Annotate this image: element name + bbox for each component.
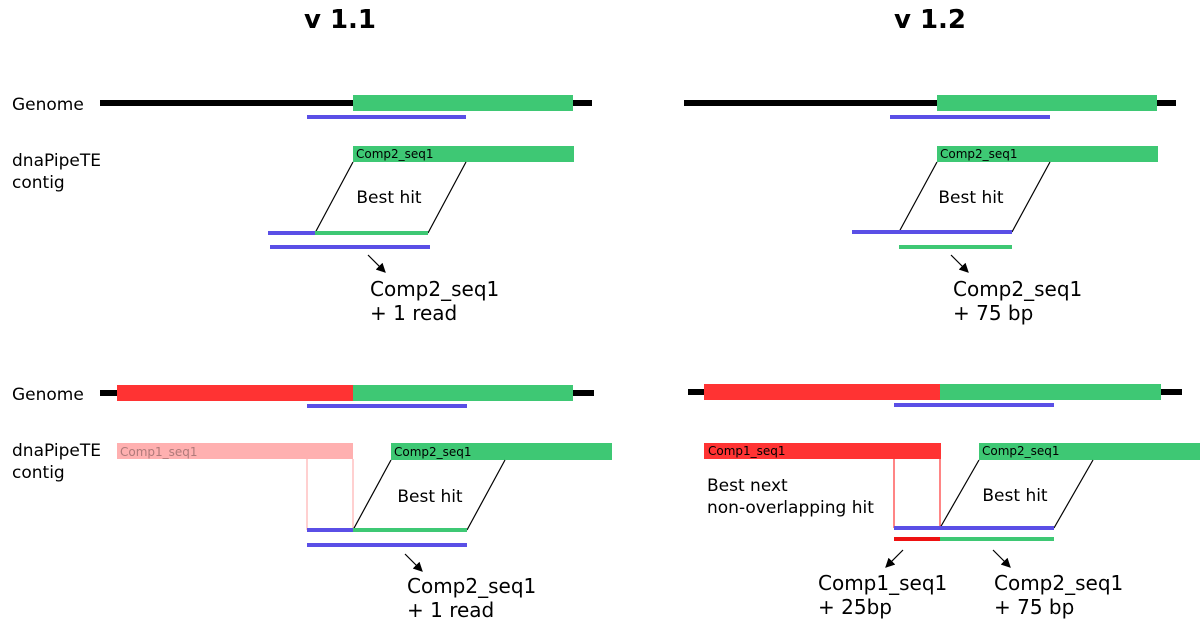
- contig-comp2-tr: [937, 146, 1158, 162]
- contig-comp2-label-tr: Comp2_seq1: [940, 147, 1018, 161]
- contig-label-top-line2: contig: [12, 173, 65, 193]
- result-br-comp2-line1: Comp2_seq1: [994, 571, 1123, 595]
- genome-te-comp2-br: [940, 384, 1161, 400]
- contig-label-bottom-line2: contig: [12, 463, 65, 483]
- result-br-comp2-line2: + 75 bp: [994, 595, 1074, 619]
- arrow-tr: [950, 254, 969, 273]
- best-hit-label-br: Best hit: [982, 486, 1048, 506]
- result-bl-line2: + 1 read: [407, 598, 494, 619]
- hit-line-left-bl: [352, 459, 392, 531]
- best-hit-label-tr: Best hit: [938, 188, 1004, 208]
- best-next-label-line1: Best next: [707, 476, 788, 496]
- genome-te-comp2-tr: [937, 95, 1157, 111]
- hit-line-left-br: [939, 459, 980, 529]
- contig-comp2-tl: [353, 146, 574, 162]
- contig-label-bottom-line1: dnaPipeTE: [12, 441, 101, 461]
- genome-te-comp1-bl: [117, 385, 353, 401]
- genome-te-comp2-bl: [353, 385, 573, 401]
- contig-comp1-label-bl: Comp1_seq1: [120, 445, 198, 459]
- hit-line-left-tl: [314, 161, 354, 234]
- contig-comp1-label-br: Comp1_seq1: [708, 444, 786, 458]
- contig-comp2-bl: [391, 443, 612, 460]
- hit-line-right-br: [1053, 459, 1094, 529]
- contig-comp2-br: [979, 443, 1200, 460]
- contig-comp2-label-bl: Comp2_seq1: [394, 445, 472, 459]
- result-tr-line2: + 75 bp: [953, 301, 1033, 325]
- contig-comp1-bl: [117, 443, 353, 459]
- arrow-tl: [367, 254, 386, 273]
- result-bl-line1: Comp2_seq1: [407, 574, 536, 598]
- best-hit-label-bl: Best hit: [397, 487, 463, 507]
- result-tl-line2: + 1 read: [370, 301, 457, 325]
- best-next-label-line2: non-overlapping hit: [707, 498, 874, 518]
- contig-label-top-line1: dnaPipeTE: [12, 151, 101, 171]
- genome-label-top: Genome: [12, 95, 84, 115]
- result-br-comp1-line1: Comp1_seq1: [818, 571, 947, 595]
- hit-line-right-tr: [1011, 161, 1051, 233]
- title-v11: v 1.1: [304, 5, 376, 35]
- contig-comp2-label-br: Comp2_seq1: [982, 444, 1060, 458]
- result-tr-line1: Comp2_seq1: [953, 277, 1082, 301]
- arrow-br-comp2: [992, 549, 1011, 568]
- hit-line-right-bl: [466, 459, 506, 531]
- genome-te-comp2-tl: [353, 95, 573, 111]
- title-v12: v 1.2: [894, 5, 966, 35]
- best-hit-label-tl: Best hit: [356, 188, 422, 208]
- genome-te-comp1-br: [704, 384, 940, 400]
- contig-comp2-label-tl: Comp2_seq1: [356, 147, 434, 161]
- arrow-br-comp1: [885, 549, 904, 568]
- contig-comp1-br: [704, 443, 941, 459]
- genome-label-bottom: Genome: [12, 385, 84, 405]
- hit-line-right-tl: [427, 161, 467, 234]
- hit-line-left-tr: [898, 161, 938, 233]
- result-br-comp1-line2: + 25bp: [818, 595, 892, 619]
- arrow-bl: [404, 553, 423, 572]
- result-tl-line1: Comp2_seq1: [370, 277, 499, 301]
